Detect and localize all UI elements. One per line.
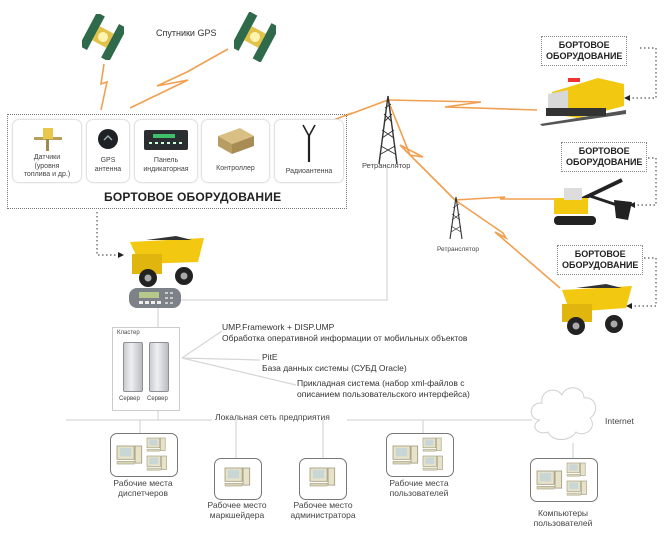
excavator-icon (554, 178, 632, 225)
device-label-line: индикаторная (143, 165, 189, 173)
workstation-label-line: диспетчеров (117, 488, 169, 498)
server-cluster: Кластер Сервер Сервер (112, 327, 180, 411)
workstation-dispatchers[interactable] (110, 433, 178, 477)
software-ump: UMP.Framework + DISP.UMP Обработка опера… (222, 322, 467, 344)
equipment-label-line: ОБОРУДОВАНИЕ (566, 157, 643, 167)
internet-cloud-icon (530, 387, 597, 440)
cluster-label: Кластер (117, 330, 140, 336)
radio-link-sat1-gps (100, 63, 109, 111)
radio-link-sat2-gps (129, 48, 229, 109)
workstation-label-line: администратора (290, 510, 356, 520)
device-label-line: Радиоантенна (285, 168, 333, 175)
equipment-label-line: БОРТОВОЕ (558, 40, 610, 50)
device-card-controller[interactable]: Контроллер (201, 119, 270, 183)
equipment-label-line: ОБОРУДОВАНИЕ (562, 260, 639, 270)
radio-link-repeater2-excavator (454, 196, 556, 201)
software-line: UMP.Framework + DISP.UMP (222, 322, 335, 332)
workstation-label-line: Компьютеры (537, 508, 589, 518)
repeater-label-2: Ретранслятор (437, 246, 479, 253)
radio-antenna-icon (302, 124, 316, 162)
equipment-box-excavator: БОРТОВОЕ ОБОРУДОВАНИЕ (561, 142, 648, 172)
workstation-label: Рабочие места пользователей (384, 478, 454, 498)
dump-truck-icon (562, 284, 632, 335)
software-pite: PitE База данных системы (СУБД Oracle) (262, 352, 407, 374)
server-1-icon (123, 342, 143, 392)
computer-icon (536, 462, 587, 496)
workstation-administrator[interactable] (299, 458, 347, 500)
software-application: Прикладная система (набор xml-файлов с о… (297, 378, 470, 400)
software-line: описанием пользовательского интерфейса) (297, 389, 470, 399)
internet-user-computers[interactable] (530, 458, 598, 502)
equipment-label-line: БОРТОВОЕ (574, 249, 626, 259)
onboard-equipment-title: БОРТОВОЕ ОБОРУДОВАНИЕ (104, 190, 282, 204)
equipment-box-locomotive: БОРТОВОЕ ОБОРУДОВАНИЕ (541, 36, 628, 66)
leader-software-1 (181, 330, 223, 359)
software-line: Прикладная система (набор xml-файлов с (297, 378, 465, 388)
device-card-sensors[interactable]: Датчики (уровня топлива и др.) (12, 119, 82, 183)
leader-software-3 (181, 357, 297, 386)
workstation-label-line: Рабочие места (389, 478, 449, 488)
workstation-label-line: пользователей (533, 518, 593, 528)
repeater-tower-icon (378, 95, 398, 165)
indicator-panel-icon (144, 130, 188, 150)
workstation-label: Компьютеры пользователей (528, 508, 598, 528)
server-2-icon (149, 342, 169, 392)
repeater-tower-icon (449, 196, 463, 240)
satellite-icon (230, 11, 280, 63)
lan-label: Локальная сеть предприятия (215, 412, 330, 422)
workstation-label: Рабочее место администратора (286, 500, 360, 520)
radio-terminal-icon (129, 288, 181, 308)
repeater-label-1: Ретранслятор (362, 161, 411, 170)
equipment-label-line: БОРТОВОЕ (578, 146, 630, 156)
onboard-to-truck-arrow (96, 212, 118, 256)
software-line: PitE (262, 352, 278, 362)
satellites-label: Спутники GPS (156, 28, 217, 38)
gps-satellite-2 (230, 11, 280, 63)
computer-icon (224, 467, 251, 487)
device-label-line: Контроллер (216, 165, 255, 172)
dump-truck-icon (130, 236, 204, 287)
device-label-line: Панель (153, 157, 179, 164)
radio-link-repeater-locomotive (387, 99, 538, 111)
gps-satellite-1 (79, 12, 127, 62)
controller-icon (218, 128, 254, 154)
link-repeater-radio (180, 165, 388, 301)
workstation-label: Рабочее место маркшейдера (202, 500, 272, 520)
workstation-label-line: Рабочее место (207, 500, 267, 510)
software-line: Обработка оперативной информации от моби… (222, 333, 468, 343)
device-label-line: GPS (100, 157, 116, 164)
device-card-radio-antenna[interactable]: Радиоантенна (274, 119, 344, 183)
leader-software-2 (181, 357, 261, 361)
satellite-icon (79, 12, 127, 62)
workstation-label-line: Рабочее место (293, 500, 353, 510)
device-label-line: топлива и др.) (23, 171, 71, 178)
gps-antenna-icon (98, 129, 118, 149)
software-line: База данных системы (СУБД Oracle) (262, 363, 407, 373)
radio-link-repeater-repeater2 (387, 99, 456, 201)
onboard-equipment-frame (7, 114, 347, 209)
device-label-line: Датчики (33, 154, 61, 161)
device-card-gps-antenna[interactable]: GPS антенна (86, 119, 130, 183)
computer-icon (392, 437, 443, 471)
server-2-label: Сервер (147, 396, 168, 402)
equipment-label-line: ОБОРУДОВАНИЕ (546, 51, 623, 61)
fuel-sensor-icon (34, 128, 62, 151)
device-card-indicator-panel[interactable]: Панель индикаторная (134, 119, 198, 183)
radio-link-repeater2-truck (454, 199, 561, 289)
workstation-surveyor[interactable] (214, 458, 262, 500)
workstation-label-line: пользователей (389, 488, 449, 498)
workstation-label-line: Рабочие места (113, 478, 173, 488)
workstation-users[interactable] (386, 433, 454, 477)
device-label-line: (уровня (34, 162, 60, 170)
computer-icon (116, 437, 167, 471)
workstation-label-line: маркшейдера (209, 510, 265, 520)
workstation-label: Рабочие места диспетчеров (108, 478, 178, 498)
internet-label: Internet (605, 416, 634, 426)
device-label-line: антенна (94, 165, 122, 173)
computer-icon (309, 467, 336, 487)
server-1-label: Сервер (119, 396, 140, 402)
locomotive-icon (540, 78, 626, 126)
equipment-box-truck: БОРТОВОЕ ОБОРУДОВАНИЕ (557, 245, 644, 275)
